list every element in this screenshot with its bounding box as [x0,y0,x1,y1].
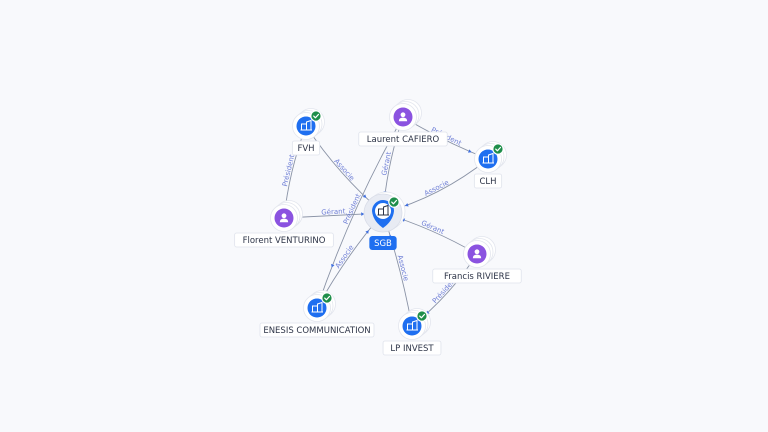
building-icon [406,319,418,331]
node-label-text: CLH [479,177,496,187]
node-label: Laurent CAFIERO [358,131,448,147]
verified-check-icon [310,110,322,122]
node-label: FVH [291,140,321,156]
node-label: Francis RIVIERE [432,268,522,284]
node-label: CLH [473,173,503,189]
node-clh[interactable]: CLH [473,141,507,189]
building-icon [377,204,389,216]
node-label: Florent VENTURINO [234,232,334,248]
node-laurent[interactable]: Laurent CAFIERO [358,99,448,147]
edge-label: Associe [332,157,356,182]
node-label-text: SGB [374,239,392,249]
node-fvh[interactable]: FVH [291,108,325,156]
building-icon [482,152,494,164]
edge-label: Associe [334,244,356,270]
edge-arrow [331,263,335,268]
edge-label: Gérant [420,219,446,236]
center-node-sgb[interactable]: SGB [363,191,406,250]
building-icon [300,119,312,131]
edge-label: Gérant [321,207,346,216]
edge-label: Président [281,153,296,187]
verified-check-icon [492,143,504,155]
edge-arrow [362,194,367,198]
person-icon [279,213,289,223]
node-label-text: Francis RIVIERE [444,272,510,282]
edge-arrow [467,149,472,153]
edge-arrow [365,230,369,234]
person-icon [398,112,408,122]
node-francis[interactable]: Francis RIVIERE [432,236,522,284]
node-enesis[interactable]: ENESIS COMMUNICATION [259,290,375,338]
node-label-text: ENESIS COMMUNICATION [263,326,370,336]
edge-arrow [404,203,409,207]
node-label-text: Laurent CAFIERO [367,135,440,145]
edge-label: Associe [396,254,410,282]
node-label-text: FVH [297,144,314,154]
node-florent[interactable]: Florent VENTURINO [234,200,334,248]
node-lpinvest[interactable]: LP INVEST [382,308,442,356]
person-icon [472,249,482,259]
node-label-text: LP INVEST [390,344,434,354]
verified-check-icon [388,196,400,208]
node-label: LP INVEST [382,340,442,356]
building-icon [311,301,323,313]
verified-check-icon [321,292,333,304]
edge-arrow [361,212,365,216]
node-label: ENESIS COMMUNICATION [259,322,375,338]
node-label-text: Florent VENTURINO [243,236,326,246]
nodes-layer: FVH Laurent CAFIERO CLH Florent VENTURINO Fr… [234,99,522,356]
verified-check-icon [416,310,428,322]
edge-label: Associe [423,179,450,198]
center-node-label: SGB [369,236,397,250]
